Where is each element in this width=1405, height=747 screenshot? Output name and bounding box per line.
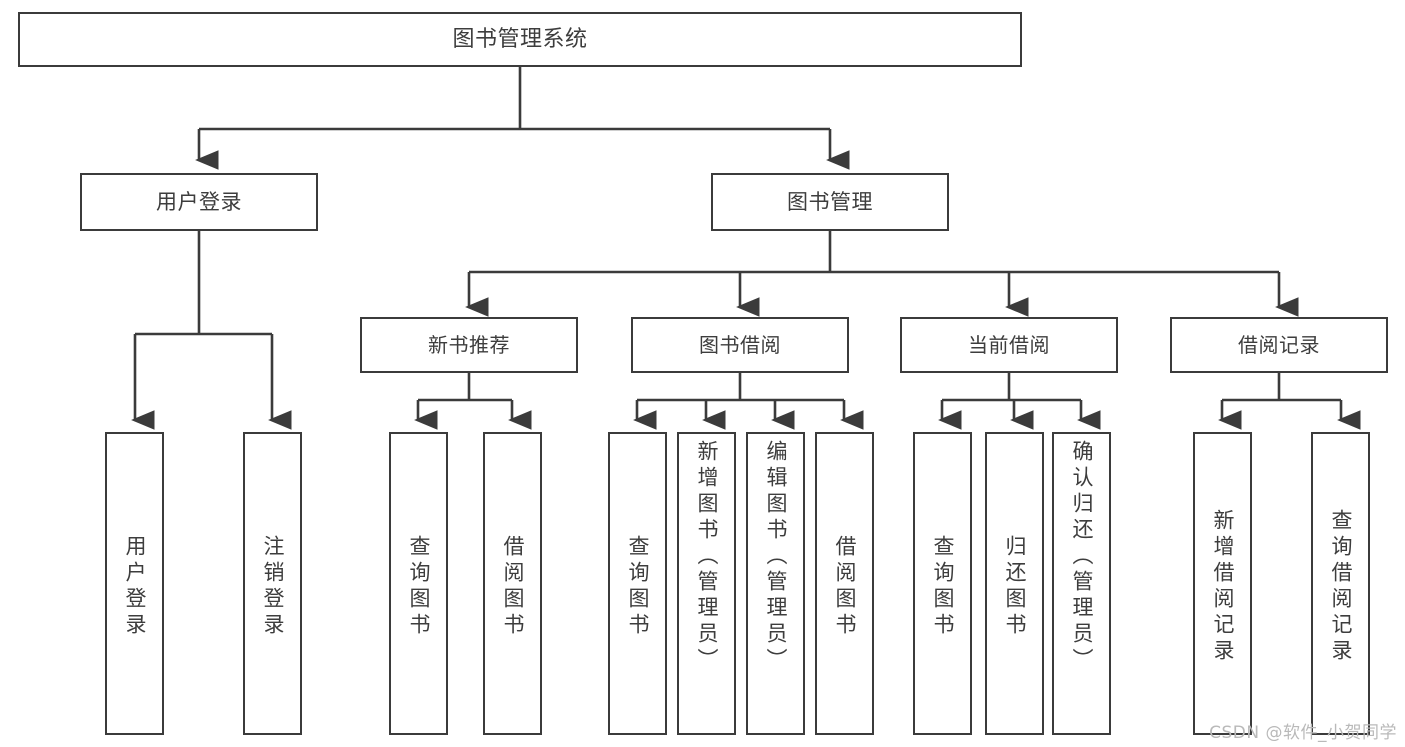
leaf-borrow-borrow-book[interactable]: 借阅图书: [815, 432, 874, 735]
leaf-user-login-signout[interactable]: 注销登录: [243, 432, 302, 735]
node-label: 借阅图书: [501, 534, 525, 639]
leaf-record-query-record[interactable]: 查询借阅记录: [1311, 432, 1370, 735]
node-label: 新增图书（管理员）: [695, 440, 719, 674]
node-label: 查询借阅记录: [1329, 508, 1353, 665]
leaf-borrow-edit-book-admin[interactable]: 编辑图书（管理员）: [746, 432, 805, 735]
node-label: 图书管理: [787, 189, 873, 214]
node-label: 当前借阅: [968, 332, 1050, 357]
node-label: 借阅图书: [833, 534, 857, 639]
leaf-current-query-book[interactable]: 查询图书: [913, 432, 972, 735]
leaf-user-login-signin[interactable]: 用户登录: [105, 432, 164, 735]
node-user-login[interactable]: 用户登录: [80, 173, 318, 231]
node-label: 编辑图书（管理员）: [764, 440, 788, 674]
node-label: 图书管理系统: [452, 26, 588, 52]
leaf-inner: 注销登录: [261, 440, 285, 733]
node-borrow-record[interactable]: 借阅记录: [1170, 317, 1388, 373]
node-label: 用户登录: [123, 534, 147, 639]
node-label: 用户登录: [156, 189, 242, 214]
watermark-text: CSDN @软件_小贺同学: [1209, 723, 1397, 743]
leaf-current-confirm-return-admin[interactable]: 确认归还（管理员）: [1052, 432, 1111, 735]
leaf-inner: 用户登录: [123, 440, 147, 733]
leaf-inner: 新增借阅记录: [1211, 440, 1235, 733]
node-label: 借阅记录: [1238, 332, 1320, 357]
leaf-new-book-query[interactable]: 查询图书: [389, 432, 448, 735]
leaf-inner: 查询图书: [931, 440, 955, 733]
leaf-inner: 归还图书: [1003, 440, 1027, 733]
leaf-inner: 新增图书（管理员）: [695, 440, 719, 733]
leaf-new-book-borrow[interactable]: 借阅图书: [483, 432, 542, 735]
node-book-borrow[interactable]: 图书借阅: [631, 317, 849, 373]
leaf-inner: 查询借阅记录: [1329, 440, 1353, 733]
node-new-book-recommend[interactable]: 新书推荐: [360, 317, 578, 373]
node-label: 新书推荐: [428, 332, 510, 357]
node-label: 归还图书: [1003, 534, 1027, 639]
leaf-borrow-query-book[interactable]: 查询图书: [608, 432, 667, 735]
leaf-inner: 查询图书: [407, 440, 431, 733]
leaf-inner: 编辑图书（管理员）: [764, 440, 788, 733]
node-label: 查询图书: [931, 534, 955, 639]
leaf-inner: 确认归还（管理员）: [1070, 440, 1094, 733]
leaf-current-return-book[interactable]: 归还图书: [985, 432, 1044, 735]
node-label: 确认归还（管理员）: [1070, 440, 1094, 674]
node-current-borrow[interactable]: 当前借阅: [900, 317, 1118, 373]
node-root-book-management-system[interactable]: 图书管理系统: [18, 12, 1022, 67]
leaf-inner: 借阅图书: [501, 440, 525, 733]
leaf-borrow-add-book-admin[interactable]: 新增图书（管理员）: [677, 432, 736, 735]
leaf-inner: 借阅图书: [833, 440, 857, 733]
node-label: 查询图书: [626, 534, 650, 639]
node-label: 图书借阅: [699, 332, 781, 357]
leaf-inner: 查询图书: [626, 440, 650, 733]
node-book-management[interactable]: 图书管理: [711, 173, 949, 231]
node-label: 新增借阅记录: [1211, 508, 1235, 665]
node-label: 注销登录: [261, 534, 285, 639]
leaf-record-add-record[interactable]: 新增借阅记录: [1193, 432, 1252, 735]
node-label: 查询图书: [407, 534, 431, 639]
